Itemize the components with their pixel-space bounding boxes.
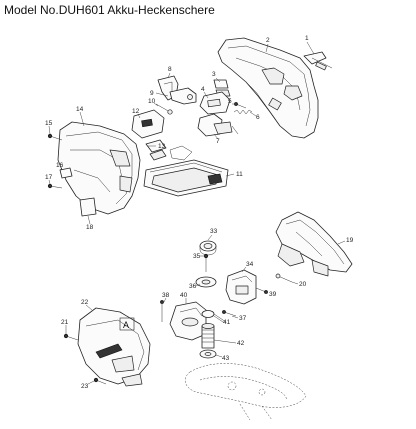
part-label-20[interactable]: 20 xyxy=(299,281,307,288)
part-label-6[interactable]: 6 xyxy=(256,114,260,121)
part-label-23[interactable]: 23 xyxy=(81,383,89,390)
part-1-lock-lever[interactable] xyxy=(303,51,333,71)
part-label-5[interactable]: 5 xyxy=(228,98,232,105)
part-6-spring[interactable] xyxy=(233,109,253,115)
part-label-14[interactable]: 14 xyxy=(76,106,84,113)
part-label-15[interactable]: 15 xyxy=(45,120,53,127)
part-label-12[interactable]: 12 xyxy=(132,108,140,115)
part-38-pin[interactable] xyxy=(160,300,164,322)
part-39-screw[interactable] xyxy=(255,287,268,294)
part-label-42[interactable]: 42 xyxy=(237,340,245,347)
part-41-gear[interactable] xyxy=(201,310,227,323)
part-label-4[interactable]: 4 xyxy=(201,86,205,93)
part-label-43[interactable]: 43 xyxy=(222,355,230,362)
part-35-screw[interactable] xyxy=(203,253,209,272)
leader-lines xyxy=(48,41,346,385)
part-11-controller[interactable] xyxy=(143,145,229,197)
part-label-22[interactable]: 22 xyxy=(81,299,89,306)
part-label-21[interactable]: 21 xyxy=(61,319,69,326)
part-label-35[interactable]: 35 xyxy=(193,253,201,260)
part-5-screw[interactable] xyxy=(234,102,247,109)
part-label-13[interactable]: 13 xyxy=(158,143,166,150)
part-label-9[interactable]: 9 xyxy=(150,90,154,97)
part-label-2[interactable]: 2 xyxy=(266,37,270,44)
part-37-screw[interactable] xyxy=(222,310,237,317)
part-7-switch[interactable] xyxy=(197,113,239,137)
part-23-screw[interactable] xyxy=(93,377,107,385)
part-label-40[interactable]: 40 xyxy=(180,292,188,299)
part-21-screw[interactable] xyxy=(63,333,79,341)
part-34-gear-housing[interactable] xyxy=(225,269,257,305)
part-label-3[interactable]: 3 xyxy=(212,71,216,78)
part-19-front-housing[interactable] xyxy=(275,211,353,277)
part-16-cap[interactable] xyxy=(59,167,73,179)
part-label-38[interactable]: 38 xyxy=(162,292,170,299)
inset-a-frame xyxy=(119,317,135,331)
part-14-handle-housing[interactable] xyxy=(57,121,141,215)
inset-a-letter: A xyxy=(123,320,129,330)
part-label-33[interactable]: 33 xyxy=(210,228,218,235)
part-12-terminal[interactable] xyxy=(131,109,165,139)
part-label-17[interactable]: 17 xyxy=(45,174,53,181)
part-number-labels: 1 2 3 4 5 6 7 8 9 10 11 12 13 14 15 16 1… xyxy=(45,35,354,390)
part-label-36[interactable]: 36 xyxy=(189,283,197,290)
part-15-screw[interactable] xyxy=(47,133,63,141)
part-33-bearing[interactable] xyxy=(199,240,217,256)
part-40-motor-housing[interactable] xyxy=(169,301,207,341)
part-42-crank-gear[interactable] xyxy=(201,323,215,349)
diagram-title: Model No.DUH601 Akku-Heckenschere xyxy=(4,3,215,17)
part-label-41[interactable]: 41 xyxy=(223,319,231,326)
part-label-1[interactable]: 1 xyxy=(305,35,309,42)
part-label-37[interactable]: 37 xyxy=(239,315,247,322)
part-label-16[interactable]: 16 xyxy=(56,162,64,169)
part-label-19[interactable]: 19 xyxy=(346,237,354,244)
part-9-trigger[interactable] xyxy=(169,87,197,105)
part-18-label[interactable] xyxy=(79,197,97,217)
part-label-18[interactable]: 18 xyxy=(86,224,94,231)
part-10-pin[interactable] xyxy=(155,103,173,115)
part-label-7[interactable]: 7 xyxy=(216,138,220,145)
part-label-39[interactable]: 39 xyxy=(269,291,277,298)
part-label-11[interactable]: 11 xyxy=(236,171,243,178)
blade-outline xyxy=(184,363,307,421)
part-17-screw[interactable] xyxy=(47,183,63,189)
part-label-8[interactable]: 8 xyxy=(168,66,172,73)
part-43-washer[interactable] xyxy=(199,349,217,359)
part-20-pin[interactable] xyxy=(275,273,293,283)
part-2-upper-housing[interactable] xyxy=(217,37,319,139)
part-label-10[interactable]: 10 xyxy=(148,98,156,105)
part-22-lower-housing[interactable] xyxy=(77,307,151,387)
part-label-34[interactable]: 34 xyxy=(246,261,254,268)
part-4-switch-cover[interactable] xyxy=(199,91,231,115)
part-36-gear[interactable] xyxy=(195,276,217,288)
